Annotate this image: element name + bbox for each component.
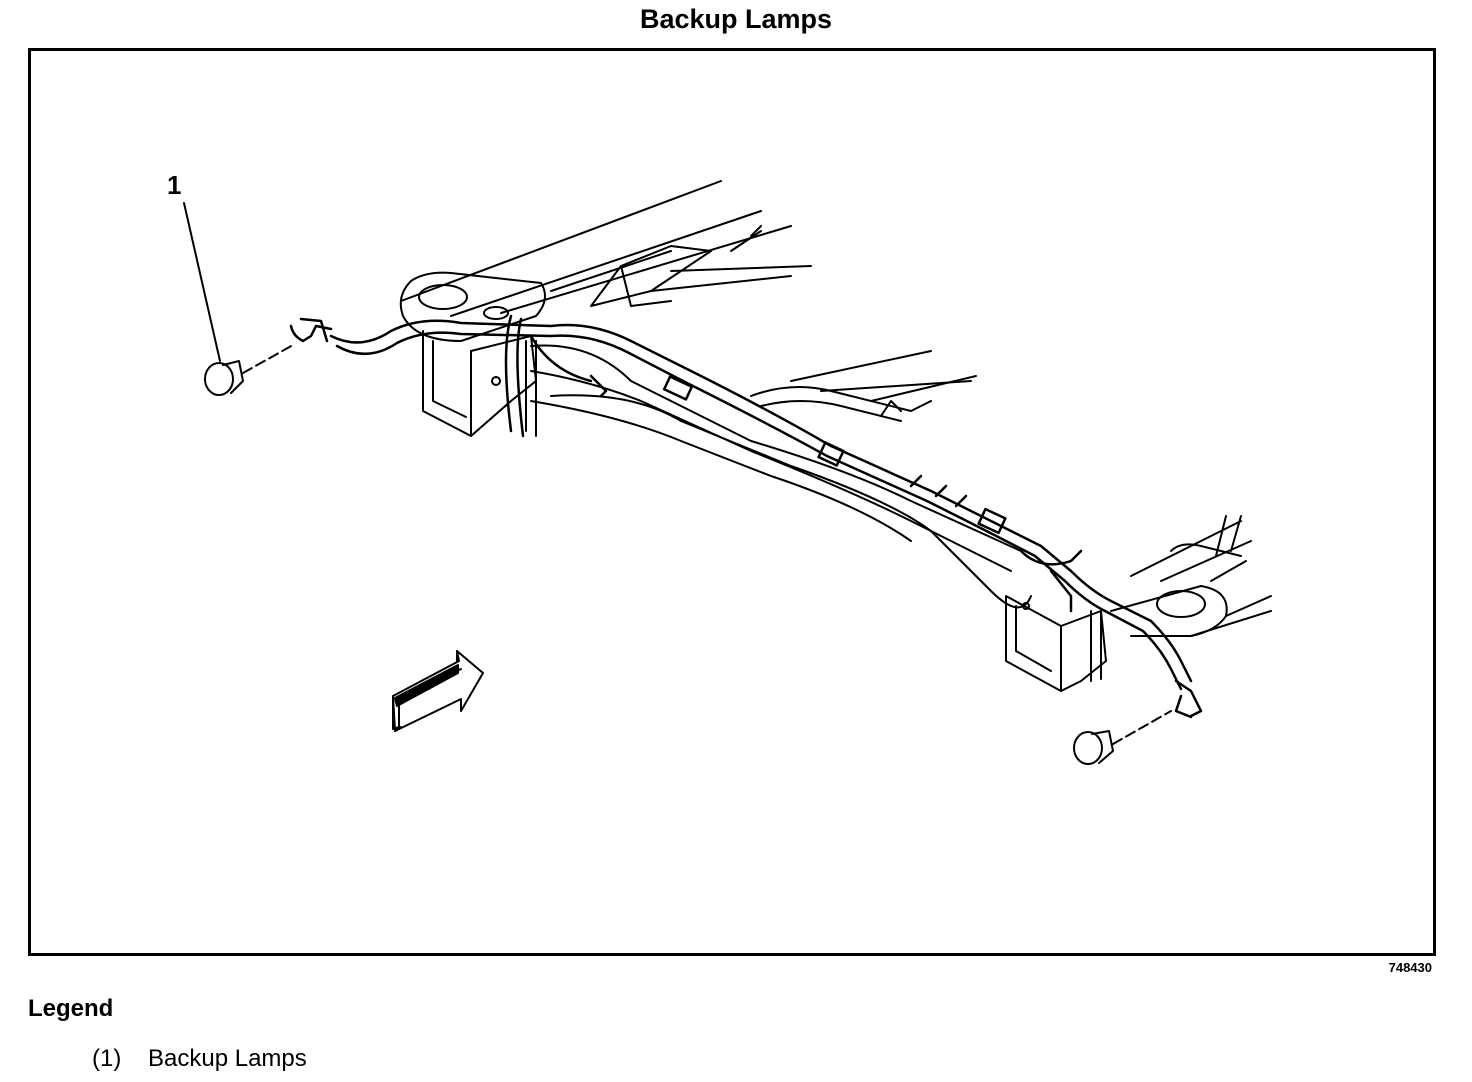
legend-title: Legend bbox=[28, 995, 114, 1022]
crossmember-main bbox=[530, 344, 1032, 609]
wiring-harness bbox=[289, 314, 1203, 719]
right-mount-bracket bbox=[1005, 515, 1272, 692]
frame-drawing: 1 bbox=[167, 170, 1272, 765]
callout-leader-1 bbox=[183, 202, 221, 362]
backup-lamp-right bbox=[1073, 710, 1172, 765]
legend-item-label: Backup Lamps bbox=[148, 1045, 307, 1072]
arrow-shading bbox=[394, 664, 459, 707]
diagram-title: Backup Lamps bbox=[639, 4, 833, 34]
diagram-frame: 1 bbox=[28, 48, 1436, 956]
left-mount-bracket bbox=[399, 271, 546, 437]
figure-id: 748430 bbox=[1388, 960, 1432, 975]
legend-item: (1) Backup Lamps bbox=[92, 1045, 307, 1073]
callout-1: 1 bbox=[167, 170, 181, 200]
legend-item-number: (1) bbox=[92, 1045, 122, 1072]
crossmember-upper bbox=[750, 350, 977, 422]
frame-rails-upper bbox=[400, 180, 812, 317]
backup-lamp-left bbox=[204, 344, 294, 396]
